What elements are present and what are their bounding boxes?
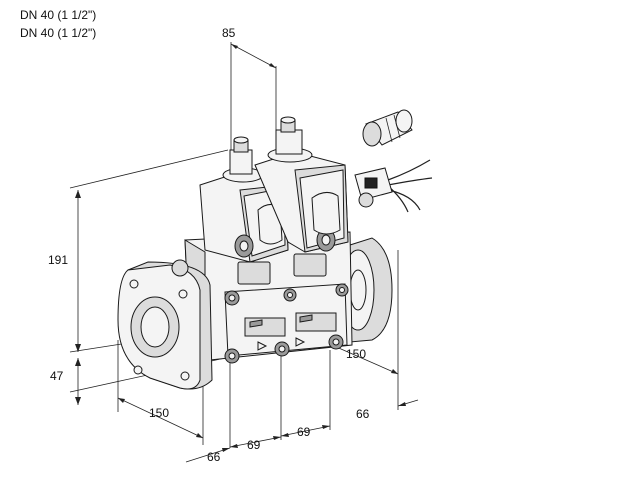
solenoid-coil-right <box>254 116 349 253</box>
model-label-2: DN 40 (1 1/2") <box>20 26 97 40</box>
dim-47: 47 <box>50 369 64 383</box>
valve-assembly <box>117 116 393 390</box>
dim-66-left: 66 <box>207 450 221 464</box>
dim-69-second: 69 <box>297 425 311 439</box>
dim-150-right: 150 <box>346 347 366 361</box>
dim-66-right: 66 <box>356 407 370 421</box>
left-flange <box>117 261 213 390</box>
plug-connector <box>354 159 433 213</box>
dim-191: 191 <box>48 253 68 267</box>
ports <box>224 283 349 364</box>
dim-150-left: 150 <box>149 406 169 420</box>
model-label-1: DN 40 (1 1/2") <box>20 8 97 22</box>
dim-85: 85 <box>222 26 236 40</box>
cable-gland <box>362 109 413 147</box>
dim-69-first: 69 <box>247 438 261 452</box>
